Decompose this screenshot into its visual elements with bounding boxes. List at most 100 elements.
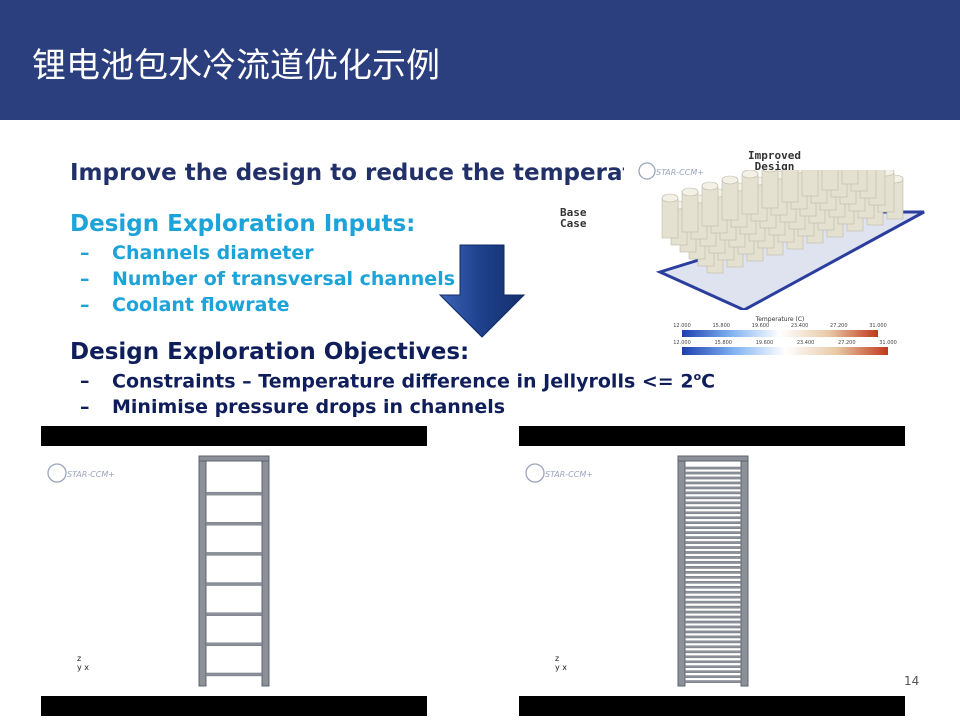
transversal-channel	[684, 600, 742, 604]
transversal-channel	[684, 680, 742, 683]
transversal-channel	[684, 536, 742, 539]
colorbar-tick: 12.000	[673, 323, 691, 329]
colorbar-tick: 27.200	[830, 323, 848, 329]
input-item: –Coolant flowrate	[80, 294, 290, 316]
star-ccm-logo-icon: STAR-CCM+	[525, 463, 593, 483]
transversal-channel	[684, 476, 742, 480]
channel-ladder	[677, 455, 749, 687]
transversal-channel	[684, 496, 742, 500]
channel-ladder	[198, 455, 270, 687]
transversal-channel	[684, 521, 742, 524]
transversal-channel	[684, 580, 742, 584]
colorbar-tick: 15.800	[714, 340, 732, 346]
channel-rail	[740, 455, 749, 687]
transversal-channel	[684, 630, 742, 634]
page-number: 14	[904, 674, 920, 688]
battery-cell	[841, 170, 859, 185]
input-item: –Number of transversal channels	[80, 268, 456, 290]
transversal-channel	[205, 491, 263, 496]
transversal-channel	[684, 571, 742, 574]
transversal-channel	[684, 551, 742, 554]
transversal-channel	[205, 582, 263, 586]
transversal-channel	[684, 546, 742, 549]
battery-cell	[821, 170, 839, 191]
battery-cell	[721, 175, 739, 221]
battery-cell	[781, 170, 799, 203]
transversal-channel	[684, 660, 742, 664]
colorbar-tick: 27.200	[838, 340, 856, 346]
transversal-channel	[684, 625, 742, 629]
transversal-channel	[684, 605, 742, 609]
transversal-channel	[684, 640, 742, 644]
slide-title: 锂电池包水冷流道优化示例	[32, 46, 440, 86]
svg-text:STAR-CCM+: STAR-CCM+	[67, 470, 115, 479]
channel-top	[677, 455, 749, 462]
battery-cell	[661, 193, 679, 239]
transversal-channel	[684, 610, 742, 614]
svg-text:STAR-CCM+: STAR-CCM+	[656, 168, 704, 177]
channel-top	[198, 455, 270, 462]
transversal-channel	[684, 590, 742, 594]
colorbar-tick: 19.600	[755, 340, 774, 346]
colorbar-tick: 31.000	[879, 340, 897, 346]
battery-cell	[761, 170, 779, 209]
down-arrow-icon	[438, 244, 526, 338]
transversal-channel	[684, 481, 742, 485]
colorbar-2: 12.000 15.800 19.600 23.400 27.200 31.000	[673, 340, 897, 355]
battery-cell	[681, 187, 699, 233]
transversal-channel	[684, 466, 742, 470]
channel-rail	[677, 455, 686, 687]
transversal-channel	[205, 672, 263, 677]
transversal-channel	[684, 491, 742, 495]
transversal-channel	[684, 486, 742, 490]
channel-rail	[198, 455, 207, 687]
channel-rail	[261, 455, 270, 687]
transversal-channel	[684, 675, 742, 678]
transversal-channel	[684, 501, 742, 505]
battery-pack-render	[655, 170, 925, 310]
inputs-heading: Design Exploration Inputs:	[70, 211, 416, 237]
transversal-channel	[684, 595, 742, 599]
transversal-channel	[684, 620, 742, 624]
transversal-channel	[684, 506, 742, 510]
transversal-channel	[684, 615, 742, 619]
star-ccm-logo-icon: STAR-CCM+	[47, 463, 115, 483]
colorbar-tick: 23.400	[796, 340, 815, 346]
colorbar-tick: 12.000	[673, 340, 691, 346]
transversal-channel	[684, 561, 742, 564]
colorbar-tick: 31.000	[869, 323, 887, 329]
colorbar-tick: 23.400	[790, 323, 809, 329]
transversal-channel	[205, 552, 263, 556]
transversal-channel	[684, 511, 742, 515]
transversal-channel	[684, 516, 742, 520]
transversal-channel	[684, 541, 742, 544]
transversal-channel	[684, 531, 742, 534]
transversal-channel	[684, 471, 742, 475]
colorbar-tick: 15.800	[712, 323, 730, 329]
transversal-channel	[684, 576, 742, 579]
battery-cell	[701, 181, 719, 227]
transversal-channel	[684, 585, 742, 589]
battery-cell	[801, 170, 819, 197]
objective-item: –Minimise pressure drops in channels	[80, 396, 506, 418]
objective-item: –Constraints – Temperature difference in…	[80, 370, 716, 393]
star-ccm-logo-icon: STAR-CCM+	[638, 162, 704, 180]
transversal-channel	[684, 526, 742, 529]
transversal-channel	[205, 522, 263, 526]
transversal-channel	[684, 645, 742, 649]
battery-cell	[741, 170, 759, 215]
transversal-channel	[684, 655, 742, 659]
transversal-channel	[684, 556, 742, 559]
transversal-channel	[684, 650, 742, 654]
colorbar-tick: 19.600	[751, 323, 770, 329]
transversal-channel	[684, 635, 742, 639]
transversal-channel	[684, 670, 742, 673]
objectives-heading: Design Exploration Objectives:	[70, 339, 470, 365]
